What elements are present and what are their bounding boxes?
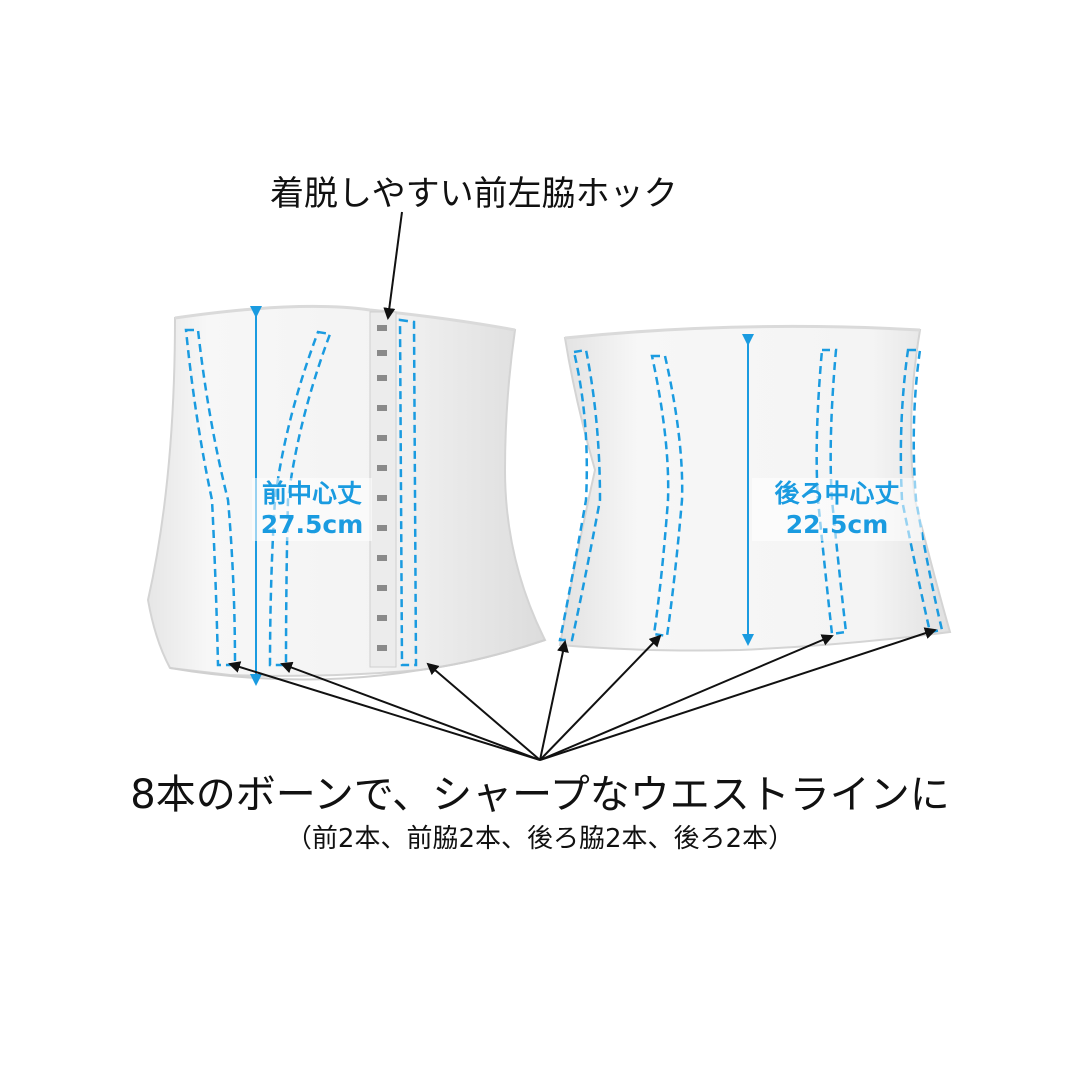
callout-arrows [228, 211, 937, 761]
bone-arrow-2 [280, 661, 541, 761]
back-center-label: 後ろ中心丈 [752, 478, 922, 510]
bones-detail-text: （前2本、前脇2本、後ろ脇2本、後ろ2本） [285, 824, 795, 854]
bone-arrow-7 [539, 627, 937, 761]
bone-arrow-1 [228, 661, 541, 761]
bone-back-left [650, 354, 684, 638]
hook-callout-text: 着脱しやすい前左脇ホック [270, 174, 678, 214]
front-center-length: 前中心丈 27.5cm [252, 478, 372, 541]
back-center-value: 22.5cm [752, 509, 922, 541]
hook-arrow [383, 211, 403, 320]
bone-front-side-left [184, 328, 237, 667]
hook-eyes [377, 325, 387, 651]
bones-callout-text: 8本のボーンで、シャープなウエストラインに [130, 772, 950, 818]
front-center-value: 27.5cm [252, 509, 372, 541]
bone-arrow-3 [426, 662, 541, 761]
front-center-label: 前中心丈 [252, 478, 372, 510]
bone-front-right [398, 318, 418, 667]
back-center-length: 後ろ中心丈 22.5cm [752, 478, 922, 541]
bone-back-side-left [558, 348, 602, 642]
bone-arrow-4 [539, 640, 569, 761]
bone-back-right [815, 348, 848, 636]
bone-arrow-5 [539, 634, 662, 761]
bone-arrow-6 [539, 634, 834, 761]
bone-front-left [268, 330, 332, 667]
